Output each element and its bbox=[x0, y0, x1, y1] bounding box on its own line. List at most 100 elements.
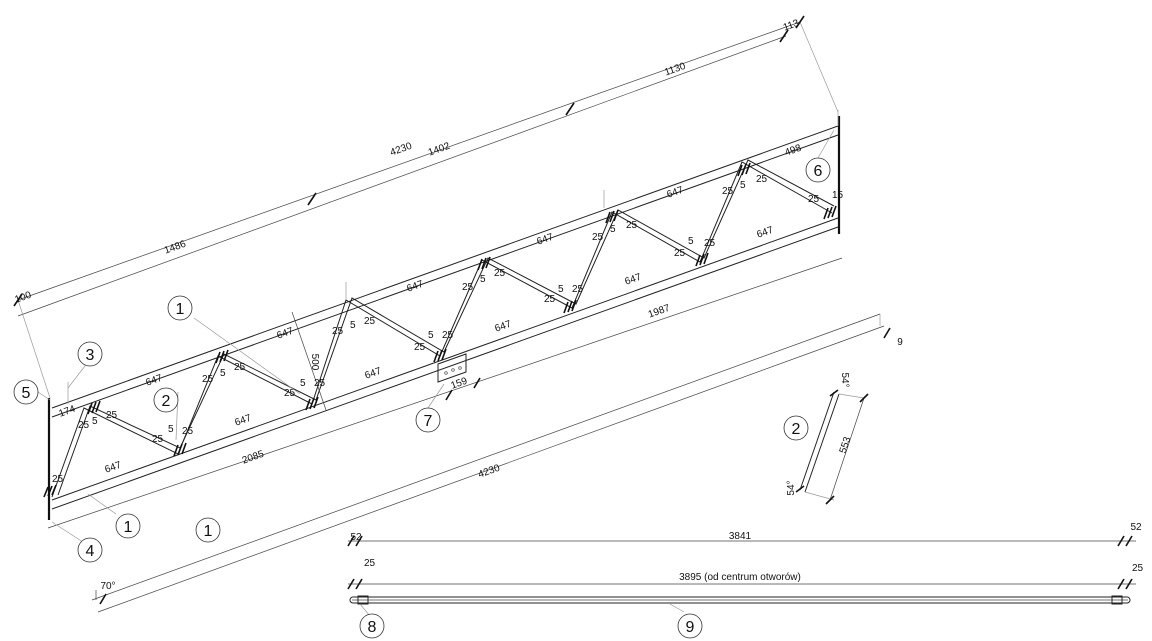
weld-25: 25 bbox=[106, 410, 118, 421]
callout-6-bubble bbox=[805, 157, 831, 183]
weld-25: 25 bbox=[808, 194, 820, 205]
weld-25: 25 bbox=[674, 248, 686, 259]
weld-5: 5 bbox=[428, 330, 434, 341]
dim-bottom-seg-2: 1987 bbox=[647, 303, 672, 321]
dim-panel-top-4: 647 bbox=[535, 232, 555, 248]
callout-8-label: 8 bbox=[368, 619, 377, 636]
rod-dim-edge-left: 52 bbox=[350, 532, 362, 543]
callout-3-bubble bbox=[77, 341, 103, 367]
top-dimensions: 4230 1486 1402 1130 100 113 bbox=[13, 15, 839, 399]
weld-25: 25 bbox=[442, 330, 454, 341]
dim-plate-width: 159 bbox=[449, 376, 469, 392]
dim-top-seg-2: 1402 bbox=[427, 141, 452, 159]
weld-25: 25 bbox=[544, 294, 556, 305]
dim-panel-top-1: 647 bbox=[144, 373, 164, 389]
callout-3-label: 3 bbox=[86, 347, 95, 364]
callout-7-label: 7 bbox=[424, 413, 433, 430]
callout-7-bubble bbox=[415, 407, 441, 433]
callout-2b-label: 2 bbox=[792, 421, 801, 438]
diagonal-detail: 553 54° 54° bbox=[786, 372, 869, 505]
weld-25: 25 bbox=[626, 220, 638, 231]
callout-2-bubble bbox=[153, 387, 179, 413]
detail-angle-top: 54° bbox=[839, 372, 850, 387]
weld-25: 25 bbox=[78, 420, 90, 431]
detail-length: 553 bbox=[838, 435, 854, 455]
weld-25: 25 bbox=[462, 282, 474, 293]
panel-dimensions: 174 498 500 647 647 647 647 647 647 647 … bbox=[52, 143, 844, 485]
weld-25: 25 bbox=[414, 342, 426, 353]
weld-marks bbox=[43, 162, 837, 498]
callout-2b-bubble bbox=[783, 415, 809, 441]
weld-25: 25 bbox=[202, 374, 214, 385]
truss-body bbox=[47, 110, 843, 529]
weld-5: 5 bbox=[558, 284, 564, 295]
weld-25: 25 bbox=[364, 316, 376, 327]
dim-overall-top: 4230 bbox=[389, 141, 414, 159]
weld-5: 5 bbox=[168, 424, 174, 435]
dim-end-right-498: 498 bbox=[783, 143, 803, 159]
dim-panel-top-2: 647 bbox=[275, 326, 295, 342]
dim-overall-bottom: 4230 bbox=[477, 463, 502, 481]
weld-5: 5 bbox=[220, 368, 226, 379]
callout-1b-bubble bbox=[115, 513, 141, 539]
dim-bottom-seg-1: 2085 bbox=[241, 449, 266, 467]
dim-panel-bottom-1: 647 bbox=[103, 460, 123, 476]
dim-angle: 70° bbox=[100, 581, 115, 592]
weld-25: 25 bbox=[756, 174, 768, 185]
weld-25: 25 bbox=[704, 238, 716, 249]
callout-1-bubble bbox=[167, 295, 193, 321]
weld-15: 15 bbox=[832, 190, 844, 201]
weld-5: 5 bbox=[740, 180, 746, 191]
weld-25: 25 bbox=[52, 474, 64, 485]
weld-25: 25 bbox=[722, 186, 734, 197]
dim-height: 500 bbox=[309, 354, 320, 371]
detail-angle-bottom: 54° bbox=[786, 480, 797, 495]
dim-top-seg-1: 1486 bbox=[163, 239, 188, 257]
rod-dim-edge-right: 52 bbox=[1130, 522, 1142, 533]
dim-panel-bottom-2: 647 bbox=[233, 413, 253, 429]
dim-end-left-174: 174 bbox=[57, 404, 77, 420]
callout-4-bubble bbox=[77, 537, 103, 563]
callout-5-bubble bbox=[13, 379, 39, 405]
dim-panel-top-5: 647 bbox=[665, 185, 685, 201]
weld-25: 25 bbox=[592, 232, 604, 243]
weld-5: 5 bbox=[610, 224, 616, 235]
callout-8-bubble bbox=[359, 613, 385, 639]
callout-9-bubble bbox=[677, 613, 703, 639]
dim-end-left: 100 bbox=[13, 290, 33, 306]
dim-panel-bottom-5: 647 bbox=[623, 272, 643, 288]
weld-5: 5 bbox=[92, 416, 98, 427]
dim-end-right: 113 bbox=[782, 18, 801, 34]
weld-25: 25 bbox=[494, 268, 506, 279]
rod-dim-middle: 3841 bbox=[729, 531, 752, 542]
weld-5: 5 bbox=[480, 274, 486, 285]
weld-25: 25 bbox=[314, 378, 326, 389]
callout-2-label: 2 bbox=[162, 393, 171, 410]
callouts: 1 3 5 2 1 4 1 6 7 2 8 9 bbox=[13, 129, 835, 639]
rod-hole-offset-right: 25 bbox=[1132, 563, 1144, 574]
weld-5: 5 bbox=[350, 320, 356, 331]
weld-5: 5 bbox=[688, 236, 694, 247]
rod-hole-offset-left: 25 bbox=[364, 558, 376, 569]
callout-1c-bubble bbox=[195, 517, 221, 543]
callout-6-label: 6 bbox=[814, 163, 823, 180]
dim-panel-bottom-4: 647 bbox=[493, 319, 513, 335]
callout-1-label: 1 bbox=[176, 301, 185, 318]
rod-elevation: 52 3841 52 25 3895 (od centrum otworów) … bbox=[347, 522, 1144, 605]
callout-1c-label: 1 bbox=[204, 523, 213, 540]
dim-bottom-offset: 9 bbox=[897, 337, 903, 348]
dim-panel-bottom-3: 647 bbox=[363, 366, 383, 382]
weld-5: 5 bbox=[300, 378, 306, 389]
dim-panel-top-3: 647 bbox=[405, 279, 425, 295]
weld-25: 25 bbox=[152, 434, 164, 445]
rod-hole-span: 3895 (od centrum otworów) bbox=[679, 572, 801, 583]
dim-panel-bottom-6: 647 bbox=[755, 225, 775, 241]
weld-25: 25 bbox=[234, 362, 246, 373]
callout-5-label: 5 bbox=[22, 385, 31, 402]
weld-25: 25 bbox=[572, 284, 584, 295]
weld-25: 25 bbox=[182, 426, 194, 437]
dim-top-seg-3: 1130 bbox=[663, 61, 687, 79]
weld-25: 25 bbox=[284, 388, 296, 399]
callout-1b-label: 1 bbox=[124, 519, 133, 536]
